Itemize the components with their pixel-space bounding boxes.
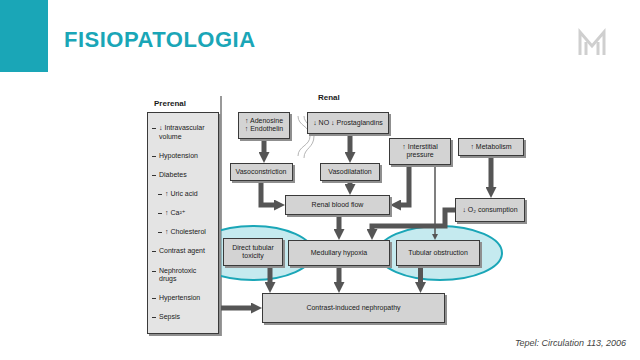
bullet-dash	[152, 156, 156, 157]
section-divider	[220, 96, 221, 336]
bullet-dash	[158, 194, 162, 195]
citation: Tepel: Circulation 113, 2006	[515, 338, 626, 348]
flow-arrow	[418, 266, 423, 282]
logo-stroke	[580, 32, 604, 55]
highlight-ellipse	[378, 226, 502, 280]
factor-text: Hypotension	[159, 152, 198, 160]
accent-bar	[0, 0, 48, 72]
factor-text: ↑ Uric acid	[165, 190, 198, 198]
logo-mark	[580, 32, 604, 55]
bullet-dash	[152, 298, 156, 299]
factor-text: ↑ Cholesterol	[165, 228, 206, 236]
flow-arrow	[489, 156, 494, 187]
box-text: ↑ Metabolism	[470, 143, 511, 151]
flow-arrow	[337, 266, 342, 282]
connectors	[219, 134, 491, 308]
bullet-dash	[152, 317, 156, 318]
flow-arrow	[401, 165, 409, 205]
list-item: ↑ Ca²⁺	[152, 209, 215, 217]
factor-text: Diabetes	[159, 171, 187, 179]
box-text: Vasoconstriction	[236, 168, 287, 176]
box-text: Direct tubular toxicity	[228, 244, 278, 261]
process-box: Direct tubular toxicity	[223, 238, 283, 266]
process-box: ↓ O₂ consumption	[455, 198, 525, 222]
process-box: ↓ NO ↓ Prostaglandins	[307, 112, 389, 134]
bullet-dash	[152, 128, 156, 129]
list-item: ↑ Uric acid	[152, 190, 215, 198]
flow-arrow	[262, 139, 267, 152]
section-heading: Renal	[318, 93, 340, 102]
factor-list-box: Prerenal↓ Intravascular volumeHypotensio…	[147, 112, 219, 334]
process-box: Tubular obstruction	[396, 240, 480, 266]
factor-text: Contrast agent	[159, 247, 205, 255]
process-box: Renal blood flow	[285, 195, 390, 215]
box-text: Renal blood flow	[312, 201, 364, 209]
bullet-dash	[152, 175, 156, 176]
flow-arrow	[337, 215, 342, 229]
process-box: Medullary hypoxia	[288, 240, 390, 266]
box-text: ↑ Interstitial pressure	[394, 143, 446, 160]
list-item: Diabetes	[152, 171, 215, 179]
bullet-dash	[158, 232, 162, 233]
process-box: ↑ Metabolism	[458, 138, 524, 156]
process-box: ↑ Adenosine ↑ Endothelin	[238, 112, 290, 139]
box-text: ↓ NO ↓ Prostaglandins	[313, 119, 383, 127]
factor-text: ↑ Ca²⁺	[165, 209, 185, 217]
column-heading: Prerenal	[154, 99, 186, 109]
flow-arrow	[268, 266, 273, 282]
bullet-dash	[152, 271, 156, 272]
factor-text: Hypertension	[159, 294, 200, 302]
list-item: Hypertension	[152, 294, 215, 302]
list-item: Sepsis	[152, 313, 215, 321]
factor-text: ↓ Intravascular volume	[159, 124, 215, 141]
list-item: Hypotension	[152, 152, 215, 160]
box-text: ↓ O₂ consumption	[462, 206, 517, 214]
box-text: Contrast-induced nephropathy	[306, 304, 400, 312]
flow-arrow	[261, 181, 274, 205]
bullet-dash	[152, 251, 156, 252]
factor-text: Nephrotoxic drugs	[159, 267, 215, 284]
bullet-dash	[158, 213, 162, 214]
box-text: ↑ Adenosine ↑ Endothelin	[243, 117, 285, 134]
process-box: ↑ Interstitial pressure	[389, 138, 451, 165]
slide-title: FISIOPATOLOGIA	[64, 27, 256, 53]
flow-arrow	[348, 134, 353, 152]
box-text: Tubular obstruction	[408, 249, 468, 257]
flow-arrow	[348, 181, 353, 184]
factor-text: Sepsis	[159, 313, 180, 321]
list-item: Contrast agent	[152, 247, 215, 255]
process-box: Vasodilatation	[320, 163, 380, 181]
list-item: ↓ Intravascular volume	[152, 124, 215, 141]
process-box: Contrast-induced nephropathy	[262, 293, 445, 323]
list-item: Nephrotoxic drugs	[152, 267, 215, 284]
box-text: Medullary hypoxia	[311, 249, 367, 257]
list-item: ↑ Cholesterol	[152, 228, 215, 236]
flow-arrow	[219, 306, 251, 311]
box-text: Vasodilatation	[328, 168, 371, 176]
logo-stroke	[586, 42, 598, 55]
process-box: Vasoconstriction	[230, 163, 293, 181]
